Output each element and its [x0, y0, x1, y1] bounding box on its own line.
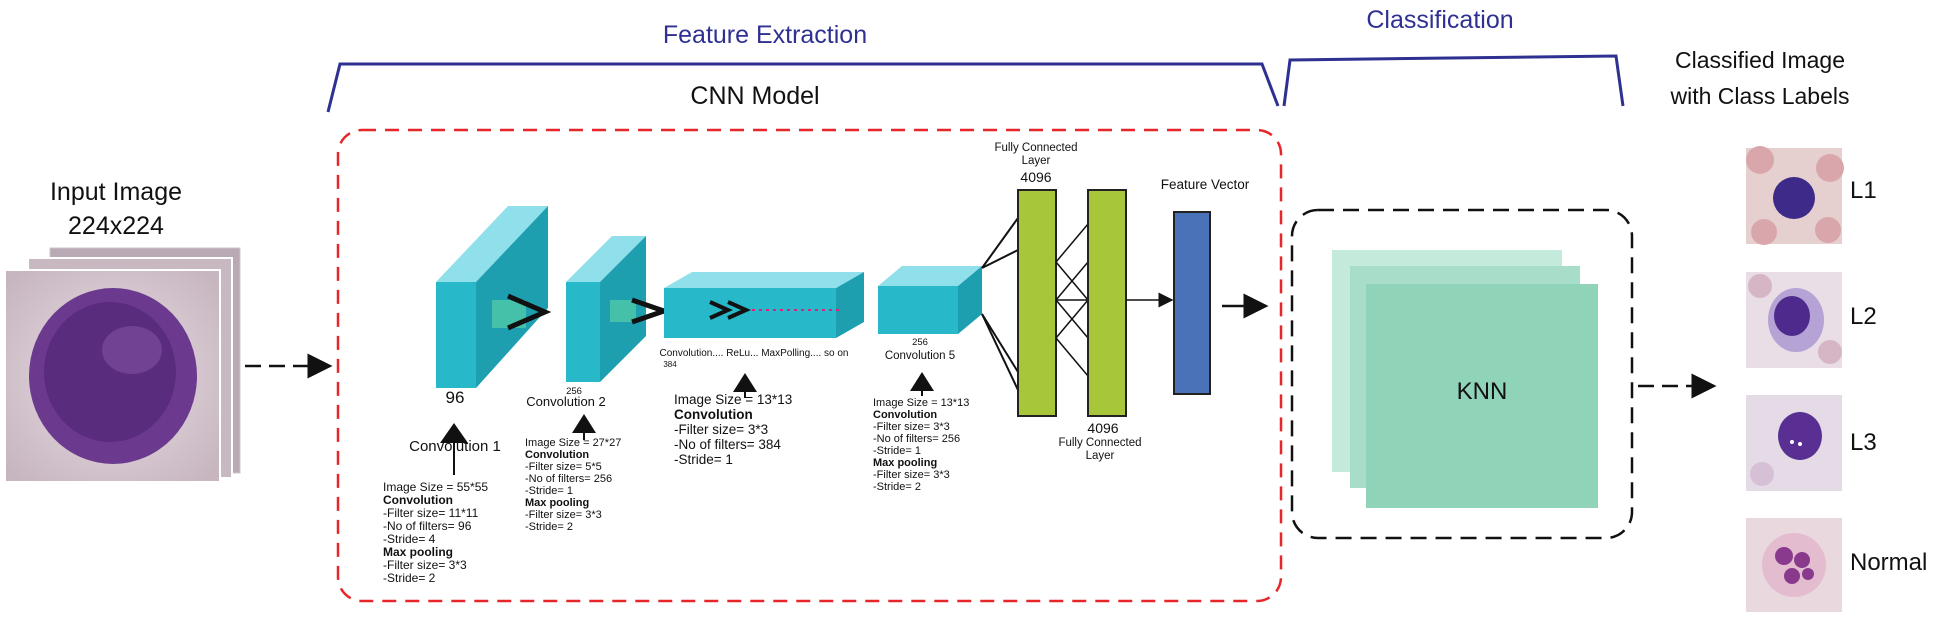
conv1-detail-line: Max pooling — [383, 545, 453, 559]
output-label-l2: L2 — [1850, 303, 1877, 330]
classification-bracket — [1282, 54, 1625, 107]
conv_mid-detail-line: Image Size = 13*13 — [674, 392, 792, 407]
knn-label: KNN — [1457, 378, 1508, 405]
conv1-block — [436, 206, 548, 388]
fc1-units: 4096 — [1020, 169, 1051, 185]
conv1-detail-line: -No of filters= 96 — [383, 519, 472, 533]
conv_mid-detail-line: -Stride= 1 — [674, 452, 733, 467]
conv5-name: Convolution 5 — [885, 350, 955, 362]
conv5-filters: 256 — [912, 337, 928, 348]
conv2-name: Convolution 2 — [526, 394, 606, 409]
input-image-size: 224x224 — [68, 212, 164, 240]
fc2-layer — [1087, 189, 1127, 417]
conv5-detail-line: -Stride= 1 — [873, 445, 921, 457]
conv-middle-block — [664, 272, 864, 338]
conv-middle-name: Convolution.... ReLu... MaxPolling.... s… — [660, 348, 849, 359]
conv5-detail-line: -Filter size= 3*3 — [873, 421, 950, 433]
fc1-title-line2: Layer — [1022, 155, 1051, 167]
conv2-detail-line: -Stride= 2 — [525, 521, 573, 533]
conv1-detail-line: -Stride= 4 — [383, 532, 436, 546]
conv5-block — [878, 266, 982, 334]
feature-vector-bar — [1173, 211, 1211, 395]
conv2-detail-line: Max pooling — [525, 497, 589, 509]
fc1-title-line1: Fully Connected — [994, 142, 1077, 154]
fc2-title-line2: Layer — [1086, 450, 1115, 462]
conv2-block — [566, 236, 646, 382]
conv5-detail-line: Convolution — [873, 409, 937, 421]
conv5-pointer — [910, 372, 934, 391]
conv-middle-filters: 384 — [663, 360, 677, 369]
conv_mid-detail-line: Convolution — [674, 407, 753, 422]
output-title-line2: with Class Labels — [1670, 83, 1850, 109]
conv_mid-detail-line: -No of filters= 384 — [674, 437, 781, 452]
classification-header: Classification — [1366, 6, 1513, 34]
conv2-detail-line: -Stride= 1 — [525, 485, 573, 497]
conv2-detail-line: -No of filters= 256 — [525, 473, 612, 485]
conv5-detail-line: -Stride= 2 — [873, 481, 921, 493]
conv5-detail-line: -Filter size= 3*3 — [873, 469, 950, 481]
conv2-detail-line: -Filter size= 5*5 — [525, 461, 602, 473]
fc1-to-fc2-connectors — [1055, 223, 1089, 377]
conv-middle-pointer — [733, 373, 757, 392]
conv1-detail-line: -Filter size= 11*11 — [383, 506, 479, 520]
conv2-detail-line: Convolution — [525, 449, 589, 461]
fc1-layer — [1017, 189, 1057, 417]
fc2-title-line1: Fully Connected — [1058, 437, 1141, 449]
conv2-detail-line: Image Size = 27*27 — [525, 437, 621, 449]
cnn-model-title: CNN Model — [690, 82, 819, 110]
conv1-to-conv2-chevron — [507, 293, 552, 331]
conv5-detail-line: Max pooling — [873, 457, 937, 469]
conv2-detail-line: -Filter size= 3*3 — [525, 509, 602, 521]
conv5-detail-line: Image Size = 13*13 — [873, 397, 969, 409]
conv_mid-detail-line: -Filter size= 3*3 — [674, 422, 768, 437]
conv1-detail-line: Convolution — [383, 493, 453, 507]
output-label-l1: L1 — [1850, 177, 1877, 204]
conv1-detail-line: Image Size = 55*55 — [383, 480, 488, 494]
output-label-normal: Normal — [1850, 549, 1927, 576]
classification-frame — [1290, 208, 1634, 540]
output-label-l3: L3 — [1850, 429, 1877, 456]
conv1-filters: 96 — [446, 388, 465, 407]
output-image-l3 — [1746, 395, 1842, 491]
conv5-to-fc1-connectors — [981, 217, 1019, 391]
feature-extraction-bracket — [326, 62, 1280, 113]
output-image-l2 — [1746, 272, 1842, 368]
conv1-pointer — [440, 423, 468, 443]
conv1-detail-line: -Filter size= 3*3 — [383, 558, 467, 572]
conv5-detail-line: -No of filters= 256 — [873, 433, 960, 445]
conv2-filters: 256 — [566, 386, 582, 397]
knn-layer-front — [1366, 284, 1598, 508]
output-image-l1 — [1746, 146, 1844, 245]
cnn-model-frame — [336, 128, 1283, 603]
output-image-normal — [1746, 518, 1842, 612]
feature-vector-label: Feature Vector — [1161, 177, 1250, 192]
input-image-stack — [4, 247, 241, 483]
conv2-pointer — [572, 414, 596, 433]
input-image-title: Input Image — [50, 178, 182, 206]
output-title-line1: Classified Image — [1675, 47, 1845, 73]
conv1-detail-line: -Stride= 2 — [383, 571, 436, 585]
feature-extraction-header: Feature Extraction — [663, 21, 867, 49]
fc2-units: 4096 — [1087, 420, 1118, 436]
